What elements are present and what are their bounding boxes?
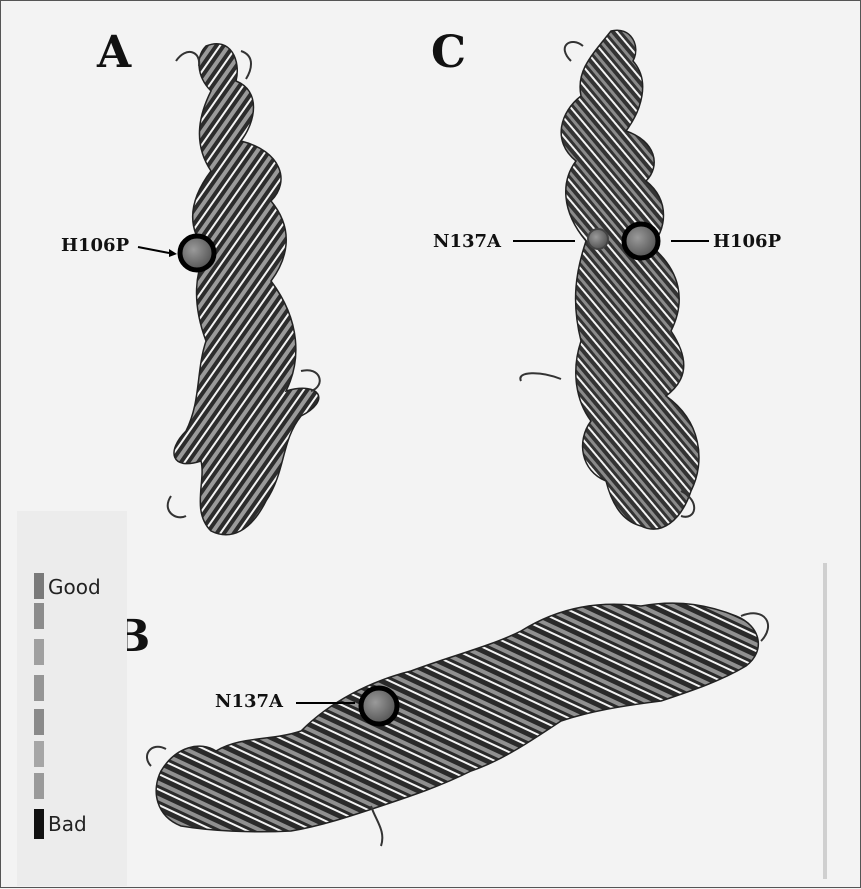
legend-label-good: Good — [48, 577, 101, 597]
mutation-label-c-right: H106P — [713, 233, 781, 251]
mutation-site-b — [361, 688, 397, 724]
panel-label-c: C — [431, 31, 466, 75]
legend-swatch-8 — [34, 809, 44, 839]
legend-swatch-6 — [34, 741, 44, 767]
legend-swatch-3 — [34, 639, 44, 665]
legend-label-bad: Bad — [48, 814, 87, 834]
legend-swatch-5 — [34, 709, 44, 735]
structure-a — [138, 44, 320, 535]
legend-swatch-7 — [34, 773, 44, 799]
panel-label-a: A — [97, 31, 131, 75]
mutation-site-c-n137a — [588, 229, 608, 249]
quality-legend: Good Bad — [17, 511, 127, 886]
mutation-label-b: N137A — [215, 693, 283, 711]
structure-c — [513, 30, 709, 529]
legend-swatch-2 — [34, 603, 44, 629]
mutation-label-c-left: N137A — [433, 233, 501, 251]
mutation-site-c-h106p — [624, 224, 658, 258]
legend-swatch-4 — [34, 675, 44, 701]
legend-swatch-1 — [34, 573, 44, 599]
structure-b — [147, 603, 768, 846]
mutation-label-a: H106P — [61, 237, 129, 255]
mutation-site-a — [180, 236, 214, 270]
